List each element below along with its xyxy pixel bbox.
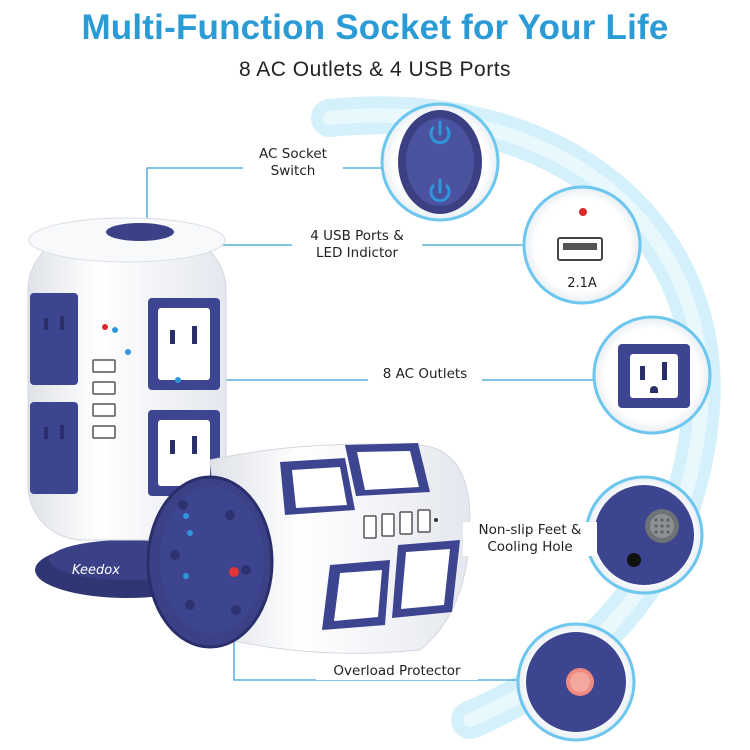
tower-usb-ports bbox=[92, 359, 116, 439]
callout-switch: AC Socket Switch bbox=[243, 146, 343, 180]
callout-feet-line1: Non-slip Feet & bbox=[478, 522, 582, 538]
lying-power-strip bbox=[146, 443, 471, 654]
page-subtitle: 8 AC Outlets & 4 USB Ports bbox=[238, 58, 512, 81]
tower-switch bbox=[106, 223, 174, 241]
overload-button bbox=[229, 567, 239, 577]
usb-rating-label: 2.1A bbox=[567, 276, 597, 291]
callout-usb-line1: 4 USB Ports & bbox=[310, 228, 404, 244]
callout-overload: Overload Protector bbox=[316, 663, 478, 680]
switch-detail-circle bbox=[380, 102, 500, 222]
callout-usb: 4 USB Ports & LED Indictor bbox=[292, 228, 422, 262]
callout-switch-line1: AC Socket bbox=[259, 146, 327, 162]
ac-detail-circle bbox=[592, 315, 712, 435]
brand-logo: Keedox bbox=[72, 563, 120, 578]
overload-detail-circle bbox=[516, 622, 636, 742]
callout-usb-line2: LED Indictor bbox=[315, 245, 399, 261]
tower-led bbox=[102, 324, 108, 330]
led-indicator bbox=[579, 208, 587, 216]
callout-feet-line2: Cooling Hole bbox=[487, 539, 573, 555]
page-title: Multi-Function Socket for Your Life bbox=[81, 8, 669, 47]
callout-switch-line2: Switch bbox=[270, 163, 316, 179]
power-icon bbox=[429, 120, 451, 145]
feet-detail-circle bbox=[584, 475, 704, 595]
tower-power-strip: Keedox bbox=[27, 217, 227, 598]
callout-ac-outlets: 8 AC Outlets bbox=[368, 366, 482, 383]
power-icon bbox=[429, 178, 451, 203]
usb-detail-circle bbox=[522, 185, 642, 305]
callout-feet: Non-slip Feet & Cooling Hole bbox=[463, 522, 597, 556]
